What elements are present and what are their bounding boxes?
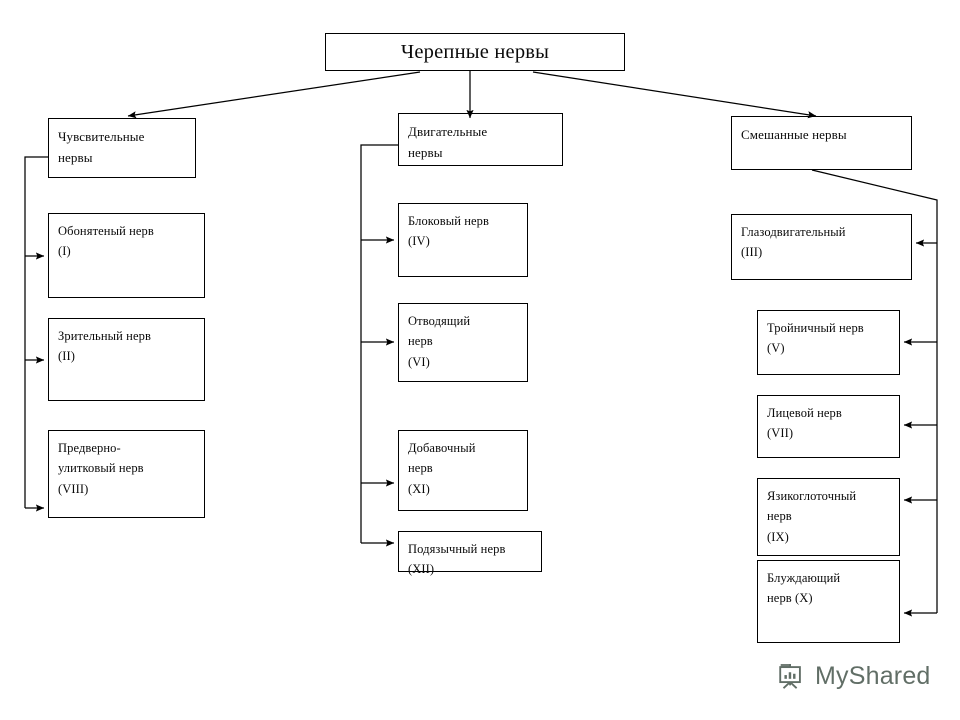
nerve-node-accessory[interactable]: Добавочный нерв (XI) xyxy=(398,430,528,511)
nerve-node-olfactory[interactable]: Обонятеный нерв (I) xyxy=(48,213,205,298)
edge-sensory-trunk xyxy=(24,156,48,508)
edge-title-to-mixed xyxy=(532,71,817,119)
group-node-sensory[interactable]: Чувсвительные нервы xyxy=(48,118,196,178)
nerve-node-vestibulocochlear[interactable]: Предверно- улитковый нерв (VIII) xyxy=(48,430,205,518)
group-node-motor[interactable]: Двигательные нервы xyxy=(398,113,563,166)
nerve-node-trochlear[interactable]: Блоковый нерв (IV) xyxy=(398,203,528,277)
nerve-node-oculomotor[interactable]: Глазодвигательный (III) xyxy=(731,214,912,280)
watermark-text: MyShared xyxy=(815,661,931,690)
nerve-node-hypoglossal[interactable]: Подязычный нерв (XII) xyxy=(398,531,542,576)
nerve-node-trigeminal[interactable]: Тройничный нерв (V) xyxy=(757,310,900,375)
nerve-node-vagus[interactable]: Блуждающий нерв (X) xyxy=(757,560,900,643)
nerve-node-optic[interactable]: Зрительный нерв (II) xyxy=(48,318,205,401)
nerve-node-glossopharyngeal[interactable]: Язикоглоточный нерв (IX) xyxy=(757,478,900,556)
edge-motor-trunk xyxy=(360,144,398,543)
root-node-cranial-nerves[interactable]: Черепные нервы xyxy=(325,33,625,71)
edge-title-to-sensory xyxy=(127,71,421,119)
watermark: MyShared xyxy=(776,661,931,691)
group-node-mixed[interactable]: Смешанные нервы xyxy=(731,116,912,170)
nerve-node-facial[interactable]: Лицевой нерв (VII) xyxy=(757,395,900,458)
nerve-node-abducens[interactable]: Отводящий нерв (VI) xyxy=(398,303,528,382)
presentation-board-icon xyxy=(776,661,806,691)
